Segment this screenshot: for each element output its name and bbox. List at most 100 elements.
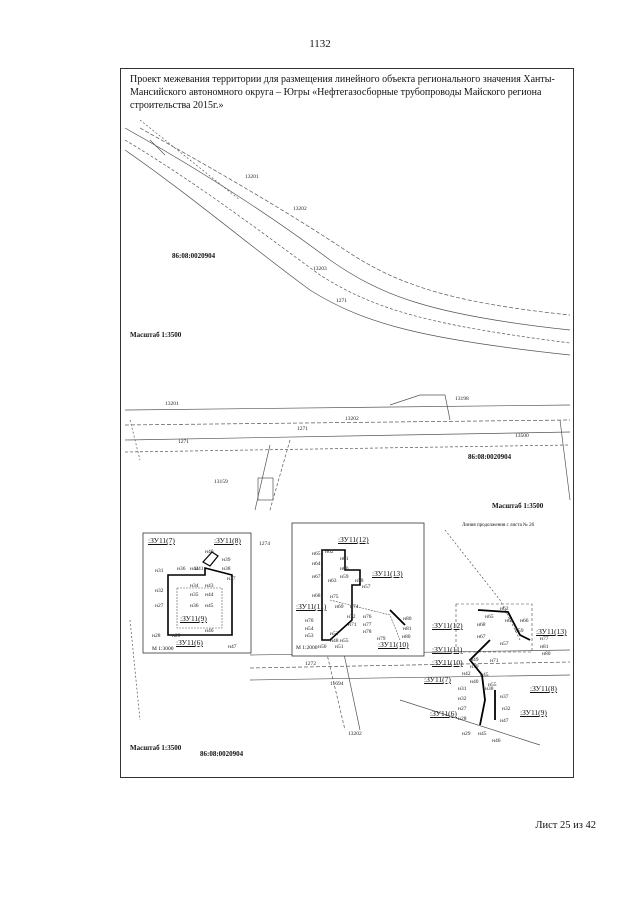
svg-text:н31: н31 — [458, 686, 467, 692]
svg-text:н37: н37 — [227, 576, 236, 582]
svg-text:н68: н68 — [312, 593, 321, 599]
svg-text:13500: 13500 — [515, 433, 529, 439]
svg-text:н74: н74 — [350, 604, 359, 610]
svg-text:н64: н64 — [312, 561, 321, 567]
svg-text:н62: н62 — [500, 606, 509, 612]
svg-text:н32: н32 — [155, 588, 164, 594]
svg-text:н68: н68 — [477, 622, 486, 628]
svg-text:н47: н47 — [228, 644, 237, 650]
svg-text:н27: н27 — [155, 603, 164, 609]
svg-text:н79: н79 — [377, 636, 386, 642]
svg-text:н72: н72 — [347, 614, 356, 620]
svg-text:н43: н43 — [205, 583, 214, 589]
scale-label-middle: Масштаб 1:3500 — [492, 502, 544, 510]
svg-text:н52: н52 — [330, 631, 339, 637]
svg-text:н76: н76 — [363, 614, 372, 620]
zu-label-6-right: :ЗУ11(6) — [430, 709, 457, 718]
cadastral-code-middle: 86:08:0020904 — [468, 453, 512, 461]
svg-text:13202: 13202 — [293, 206, 307, 212]
svg-text:н59: н59 — [515, 628, 524, 634]
svg-text:н51: н51 — [335, 644, 344, 650]
svg-text:н81: н81 — [540, 644, 549, 650]
zu-label-6: :ЗУ11(6) — [176, 638, 203, 647]
svg-text:н75: н75 — [330, 594, 339, 600]
zu-label-8: :ЗУ11(8) — [214, 536, 241, 545]
svg-text:н50: н50 — [318, 644, 327, 650]
svg-text:13198: 13198 — [455, 396, 469, 402]
svg-text:н60: н60 — [340, 566, 349, 572]
zu-label-7-right: :ЗУ11(7) — [424, 675, 451, 684]
svg-text:н79: н79 — [470, 664, 479, 670]
zu-label-10: :ЗУ11(10) — [378, 640, 409, 649]
zu-label-8-right: :ЗУ11(8) — [530, 684, 557, 693]
svg-text:н29: н29 — [462, 731, 471, 737]
svg-text:н62: н62 — [325, 549, 334, 555]
sheet-number: Лист 25 из 42 — [535, 820, 596, 831]
zu-label-11-right: :ЗУ11(11) — [432, 645, 463, 654]
svg-text:н39: н39 — [222, 557, 231, 563]
svg-text:н53: н53 — [305, 633, 314, 639]
svg-text:н67: н67 — [477, 634, 486, 640]
zu-label-12-right: :ЗУ11(12) — [432, 621, 463, 630]
svg-text:н31: н31 — [155, 568, 164, 574]
svg-text:н42: н42 — [190, 566, 199, 572]
svg-text:н58: н58 — [355, 578, 364, 584]
svg-text:н78: н78 — [363, 629, 372, 635]
svg-text:н45: н45 — [480, 672, 489, 678]
svg-text:н80: н80 — [542, 651, 551, 657]
svg-text:13202: 13202 — [345, 416, 359, 422]
svg-text:13202: 13202 — [348, 731, 362, 737]
cadastral-code-top: 86:08:0020904 — [172, 252, 216, 260]
svg-text:н81: н81 — [403, 626, 412, 632]
svg-text:н67: н67 — [312, 574, 321, 580]
svg-text:1271: 1271 — [178, 439, 189, 445]
svg-text:н28: н28 — [152, 633, 161, 639]
svg-text:н32: н32 — [502, 706, 511, 712]
svg-text:1274: 1274 — [259, 541, 270, 547]
svg-text:н44: н44 — [205, 592, 214, 598]
inset-left-scale: М 1:3000 — [152, 646, 174, 652]
svg-text:н71: н71 — [490, 658, 499, 664]
svg-text:н41: н41 — [195, 566, 204, 572]
svg-text:н65: н65 — [485, 614, 494, 620]
svg-text:н69: н69 — [335, 604, 344, 610]
svg-text:н54: н54 — [305, 626, 314, 632]
svg-text:н38: н38 — [485, 686, 494, 692]
svg-text:н70: н70 — [305, 618, 314, 624]
svg-text:н28: н28 — [458, 716, 467, 722]
page-number: 1132 — [309, 38, 331, 50]
svg-text:н55: н55 — [488, 682, 497, 688]
svg-text:н71: н71 — [348, 622, 357, 628]
svg-text:13201: 13201 — [245, 174, 259, 180]
svg-text:н49: н49 — [470, 657, 479, 663]
svg-text:н57: н57 — [362, 584, 371, 590]
zu-label-12: :ЗУ11(12) — [338, 535, 369, 544]
zu-label-9: :ЗУ11(9) — [180, 614, 207, 623]
svg-text:н66: н66 — [520, 618, 529, 624]
svg-text:н61: н61 — [340, 556, 349, 562]
svg-text:13201: 13201 — [165, 401, 179, 407]
svg-text:н35: н35 — [190, 592, 199, 598]
scale-label-bottom: Масштаб 1:3500 — [130, 744, 182, 752]
svg-text:н57: н57 — [500, 641, 509, 647]
inset-center-scale: М 1:2000 — [296, 645, 318, 651]
zu-label-13-right: :ЗУ11(13) — [536, 627, 567, 636]
zu-label-9-right: :ЗУ11(9) — [520, 708, 547, 717]
svg-text:н46: н46 — [205, 628, 214, 634]
svg-text:н77: н77 — [540, 636, 549, 642]
svg-text:н37: н37 — [500, 694, 509, 700]
svg-text:н45: н45 — [205, 603, 214, 609]
svg-text:н77: н77 — [363, 622, 372, 628]
svg-text:н38: н38 — [222, 566, 231, 572]
svg-text:н40: н40 — [205, 549, 214, 555]
svg-text:н47: н47 — [500, 718, 509, 724]
continuation-note: Линия продолжения с листа № 26 — [462, 523, 535, 528]
svg-text:13203: 13203 — [313, 266, 327, 272]
zu-label-7: :ЗУ11(7) — [148, 536, 175, 545]
svg-text:н65: н65 — [312, 551, 321, 557]
document-title: Проект межевания территории для размещен… — [130, 74, 555, 111]
cadastral-code-bottom: 86:08:0020904 — [200, 750, 244, 758]
svg-text:н29: н29 — [172, 633, 181, 639]
svg-text:1272: 1272 — [305, 661, 316, 667]
